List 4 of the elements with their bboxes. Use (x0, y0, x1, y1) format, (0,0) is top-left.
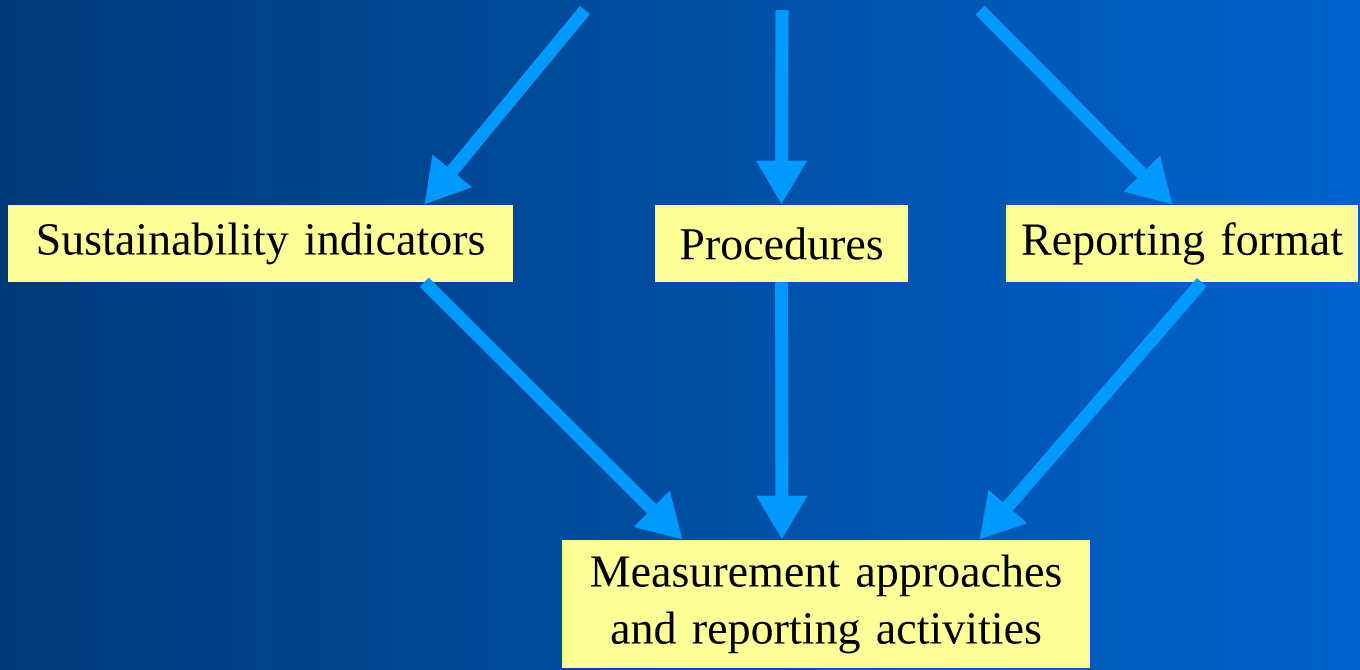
text-box: Measurement approaches and reporting activities (562, 540, 1090, 668)
text-box: Reporting format (1006, 205, 1358, 282)
text-box: Procedures (655, 205, 908, 282)
text-box: Sustainability indicators (8, 205, 513, 282)
